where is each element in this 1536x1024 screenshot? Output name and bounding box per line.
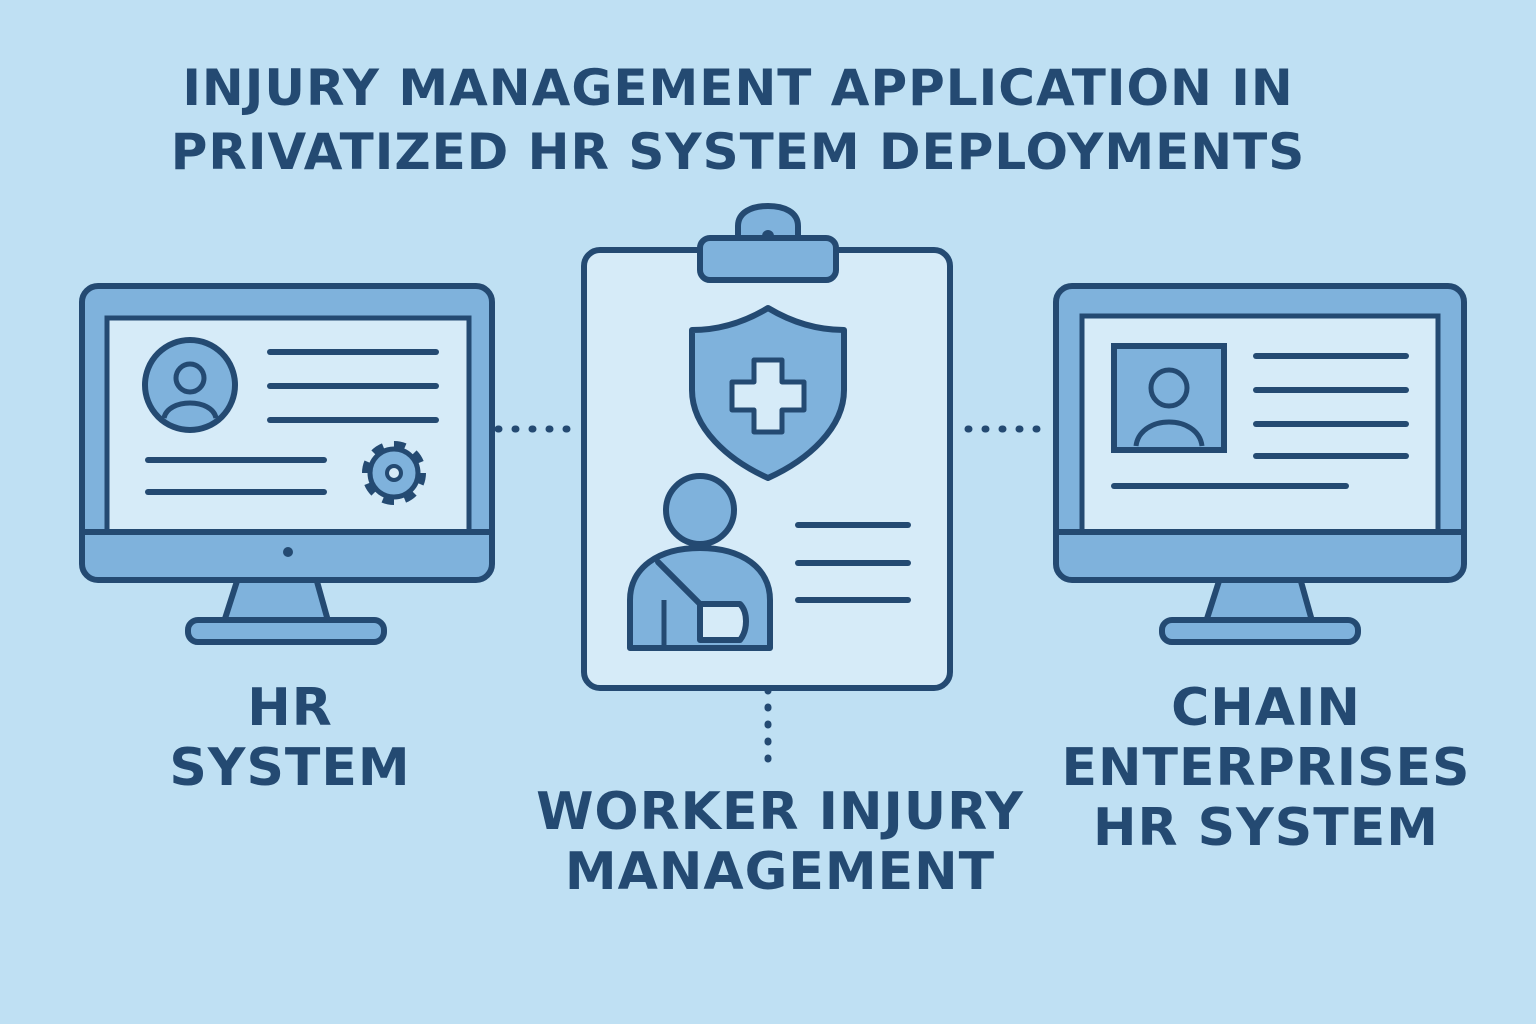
hr-system-label-line-2: SYSTEM (169, 738, 411, 798)
chain-enterprises-monitor-icon (1053, 283, 1467, 645)
injured-worker-icon (627, 473, 773, 651)
title-line-2: PRIVATIZED HR SYSTEM DEPLOYMENTS (170, 123, 1306, 181)
chain-enterprises-label: CHAIN ENTERPRISES HR SYSTEM (1036, 678, 1496, 858)
user-avatar-icon (142, 337, 238, 433)
title-line-1: INJURY MANAGEMENT APPLICATION IN (182, 59, 1294, 117)
shield-cross-icon (689, 305, 847, 481)
hr-system-monitor-icon (79, 283, 495, 645)
worker-injury-label-line-2: MANAGEMENT (564, 842, 996, 902)
chain-enterprises-label-line-3: HR SYSTEM (1093, 798, 1439, 858)
chain-enterprises-label-line-1: CHAIN (1171, 678, 1361, 738)
chain-enterprises-label-line-2: ENTERPRISES (1061, 738, 1471, 798)
hr-system-label: HR SYSTEM (130, 678, 450, 798)
profile-photo-icon (1111, 343, 1227, 453)
worker-injury-label-line-1: WORKER INJURY (536, 782, 1024, 842)
gear-icon (362, 441, 426, 505)
worker-injury-label: WORKER INJURY MANAGEMENT (500, 782, 1060, 902)
diagram-title: INJURY MANAGEMENT APPLICATION IN PRIVATI… (0, 56, 1476, 184)
worker-injury-clipboard-icon (581, 203, 953, 691)
hr-system-label-line-1: HR (247, 678, 333, 738)
